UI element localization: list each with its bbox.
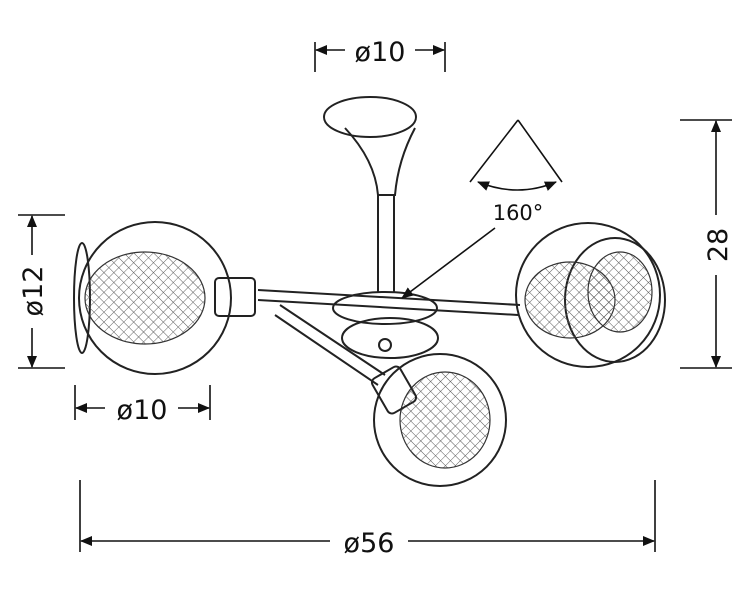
left-shade	[73, 221, 256, 375]
canopy-cone	[344, 127, 416, 196]
hub	[332, 291, 438, 325]
shade-width-dimension: ø10	[74, 385, 211, 426]
stem	[377, 195, 395, 292]
shade-width-label: ø10	[117, 395, 168, 426]
diagonal-arm	[274, 304, 386, 386]
canopy-diameter-label: ø10	[355, 37, 406, 68]
main-arm	[257, 289, 521, 316]
shade-diameter-dimension: ø12	[18, 214, 65, 369]
total-diameter-dimension: ø56	[79, 480, 656, 559]
height-label: 28	[703, 228, 734, 262]
lamp-illustration	[73, 96, 666, 487]
total-diameter-label: ø56	[344, 528, 395, 559]
beam-angle-dimension: 160°	[401, 119, 563, 299]
beam-angle-label: 160°	[493, 201, 544, 225]
shade-diameter-label: ø12	[18, 266, 49, 317]
height-dimension: 28	[680, 119, 734, 369]
right-shade	[515, 222, 666, 368]
canopy	[323, 96, 417, 138]
bottom-shade	[370, 353, 507, 487]
canopy-diameter-dimension: ø10	[314, 37, 446, 72]
